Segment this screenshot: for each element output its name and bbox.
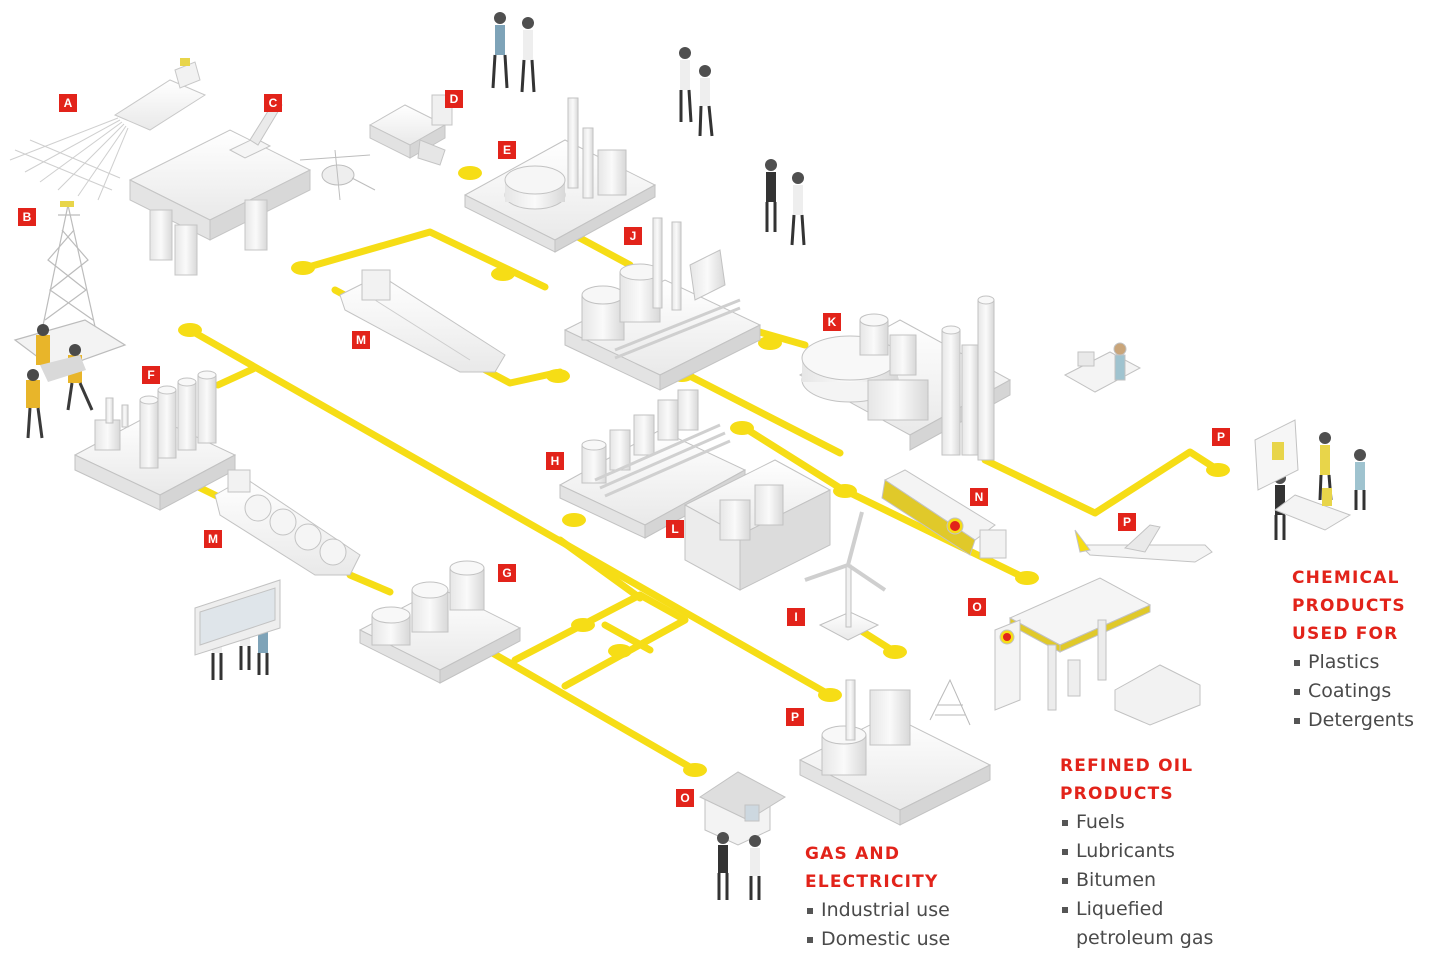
helicopter bbox=[299, 149, 376, 201]
pipe-end-connectors bbox=[178, 166, 1230, 777]
office-desk bbox=[1063, 342, 1142, 393]
airplane bbox=[1074, 524, 1213, 563]
chemical-products-list: Plastics Coatings Detergents bbox=[1294, 648, 1414, 735]
seismic-lines bbox=[9, 117, 129, 201]
wind-turbine bbox=[804, 511, 887, 641]
list-item: Lubricants bbox=[1062, 837, 1213, 866]
gas-electricity-heading: GAS AND ELECTRICITY bbox=[805, 844, 939, 892]
label-f: F bbox=[142, 366, 160, 384]
gas-electricity-list: Industrial use Domestic use bbox=[807, 896, 950, 954]
label-p-chemicals: P bbox=[1212, 428, 1230, 446]
mining-machine bbox=[368, 94, 453, 166]
label-d: D bbox=[445, 90, 463, 108]
workers-group bbox=[26, 324, 94, 439]
power-plant bbox=[798, 678, 992, 826]
fuel-tanker-truck bbox=[881, 469, 1007, 559]
lng-plant bbox=[73, 370, 237, 511]
chemical-plant bbox=[798, 295, 1012, 461]
label-h: H bbox=[546, 452, 564, 470]
lng-carrier bbox=[214, 469, 361, 576]
oil-tanker bbox=[339, 269, 506, 373]
refinery bbox=[563, 217, 762, 391]
drilling-rig bbox=[13, 201, 127, 371]
label-i: I bbox=[787, 608, 805, 626]
house bbox=[698, 771, 787, 846]
list-item: Plastics bbox=[1294, 648, 1414, 677]
label-l: L bbox=[666, 520, 684, 538]
label-n: N bbox=[970, 488, 988, 506]
label-g: G bbox=[498, 564, 516, 582]
processing-unit bbox=[683, 459, 832, 591]
label-c: C bbox=[264, 94, 282, 112]
list-item: Industrial use bbox=[807, 896, 950, 925]
label-a: A bbox=[59, 94, 77, 112]
fuel-station bbox=[994, 577, 1201, 726]
refined-oil-products-list: Fuels Lubricants Bitumen Liquefied petro… bbox=[1062, 808, 1213, 953]
label-m-carrier: M bbox=[204, 530, 222, 548]
gas-plant bbox=[463, 97, 657, 253]
label-e: E bbox=[498, 141, 516, 159]
control-room bbox=[194, 579, 281, 656]
gas-storage bbox=[358, 560, 522, 684]
list-item-continuation: petroleum gas bbox=[1076, 927, 1214, 949]
refined-oil-products-heading: REFINED OIL PRODUCTS bbox=[1060, 756, 1194, 804]
label-o-house: O bbox=[676, 789, 694, 807]
label-o-station: O bbox=[968, 598, 986, 616]
label-j: J bbox=[624, 227, 642, 245]
list-item: Liquefied bbox=[1062, 895, 1213, 924]
offshore-platform bbox=[128, 99, 312, 276]
list-item: Bitumen bbox=[1062, 866, 1213, 895]
list-item: Fuels bbox=[1062, 808, 1213, 837]
presentation-board bbox=[1254, 419, 1352, 531]
label-k: K bbox=[823, 313, 841, 331]
chemical-products-heading: CHEMICAL PRODUCTS USED FOR bbox=[1292, 568, 1406, 644]
list-item: Domestic use bbox=[807, 925, 950, 954]
list-item: Detergents bbox=[1294, 706, 1414, 735]
label-p-aviation: P bbox=[1118, 513, 1136, 531]
survey-ship bbox=[113, 58, 207, 131]
label-m-tanker: M bbox=[352, 331, 370, 349]
list-item: Coatings bbox=[1294, 677, 1414, 706]
label-b: B bbox=[18, 208, 36, 226]
label-p-power: P bbox=[786, 708, 804, 726]
